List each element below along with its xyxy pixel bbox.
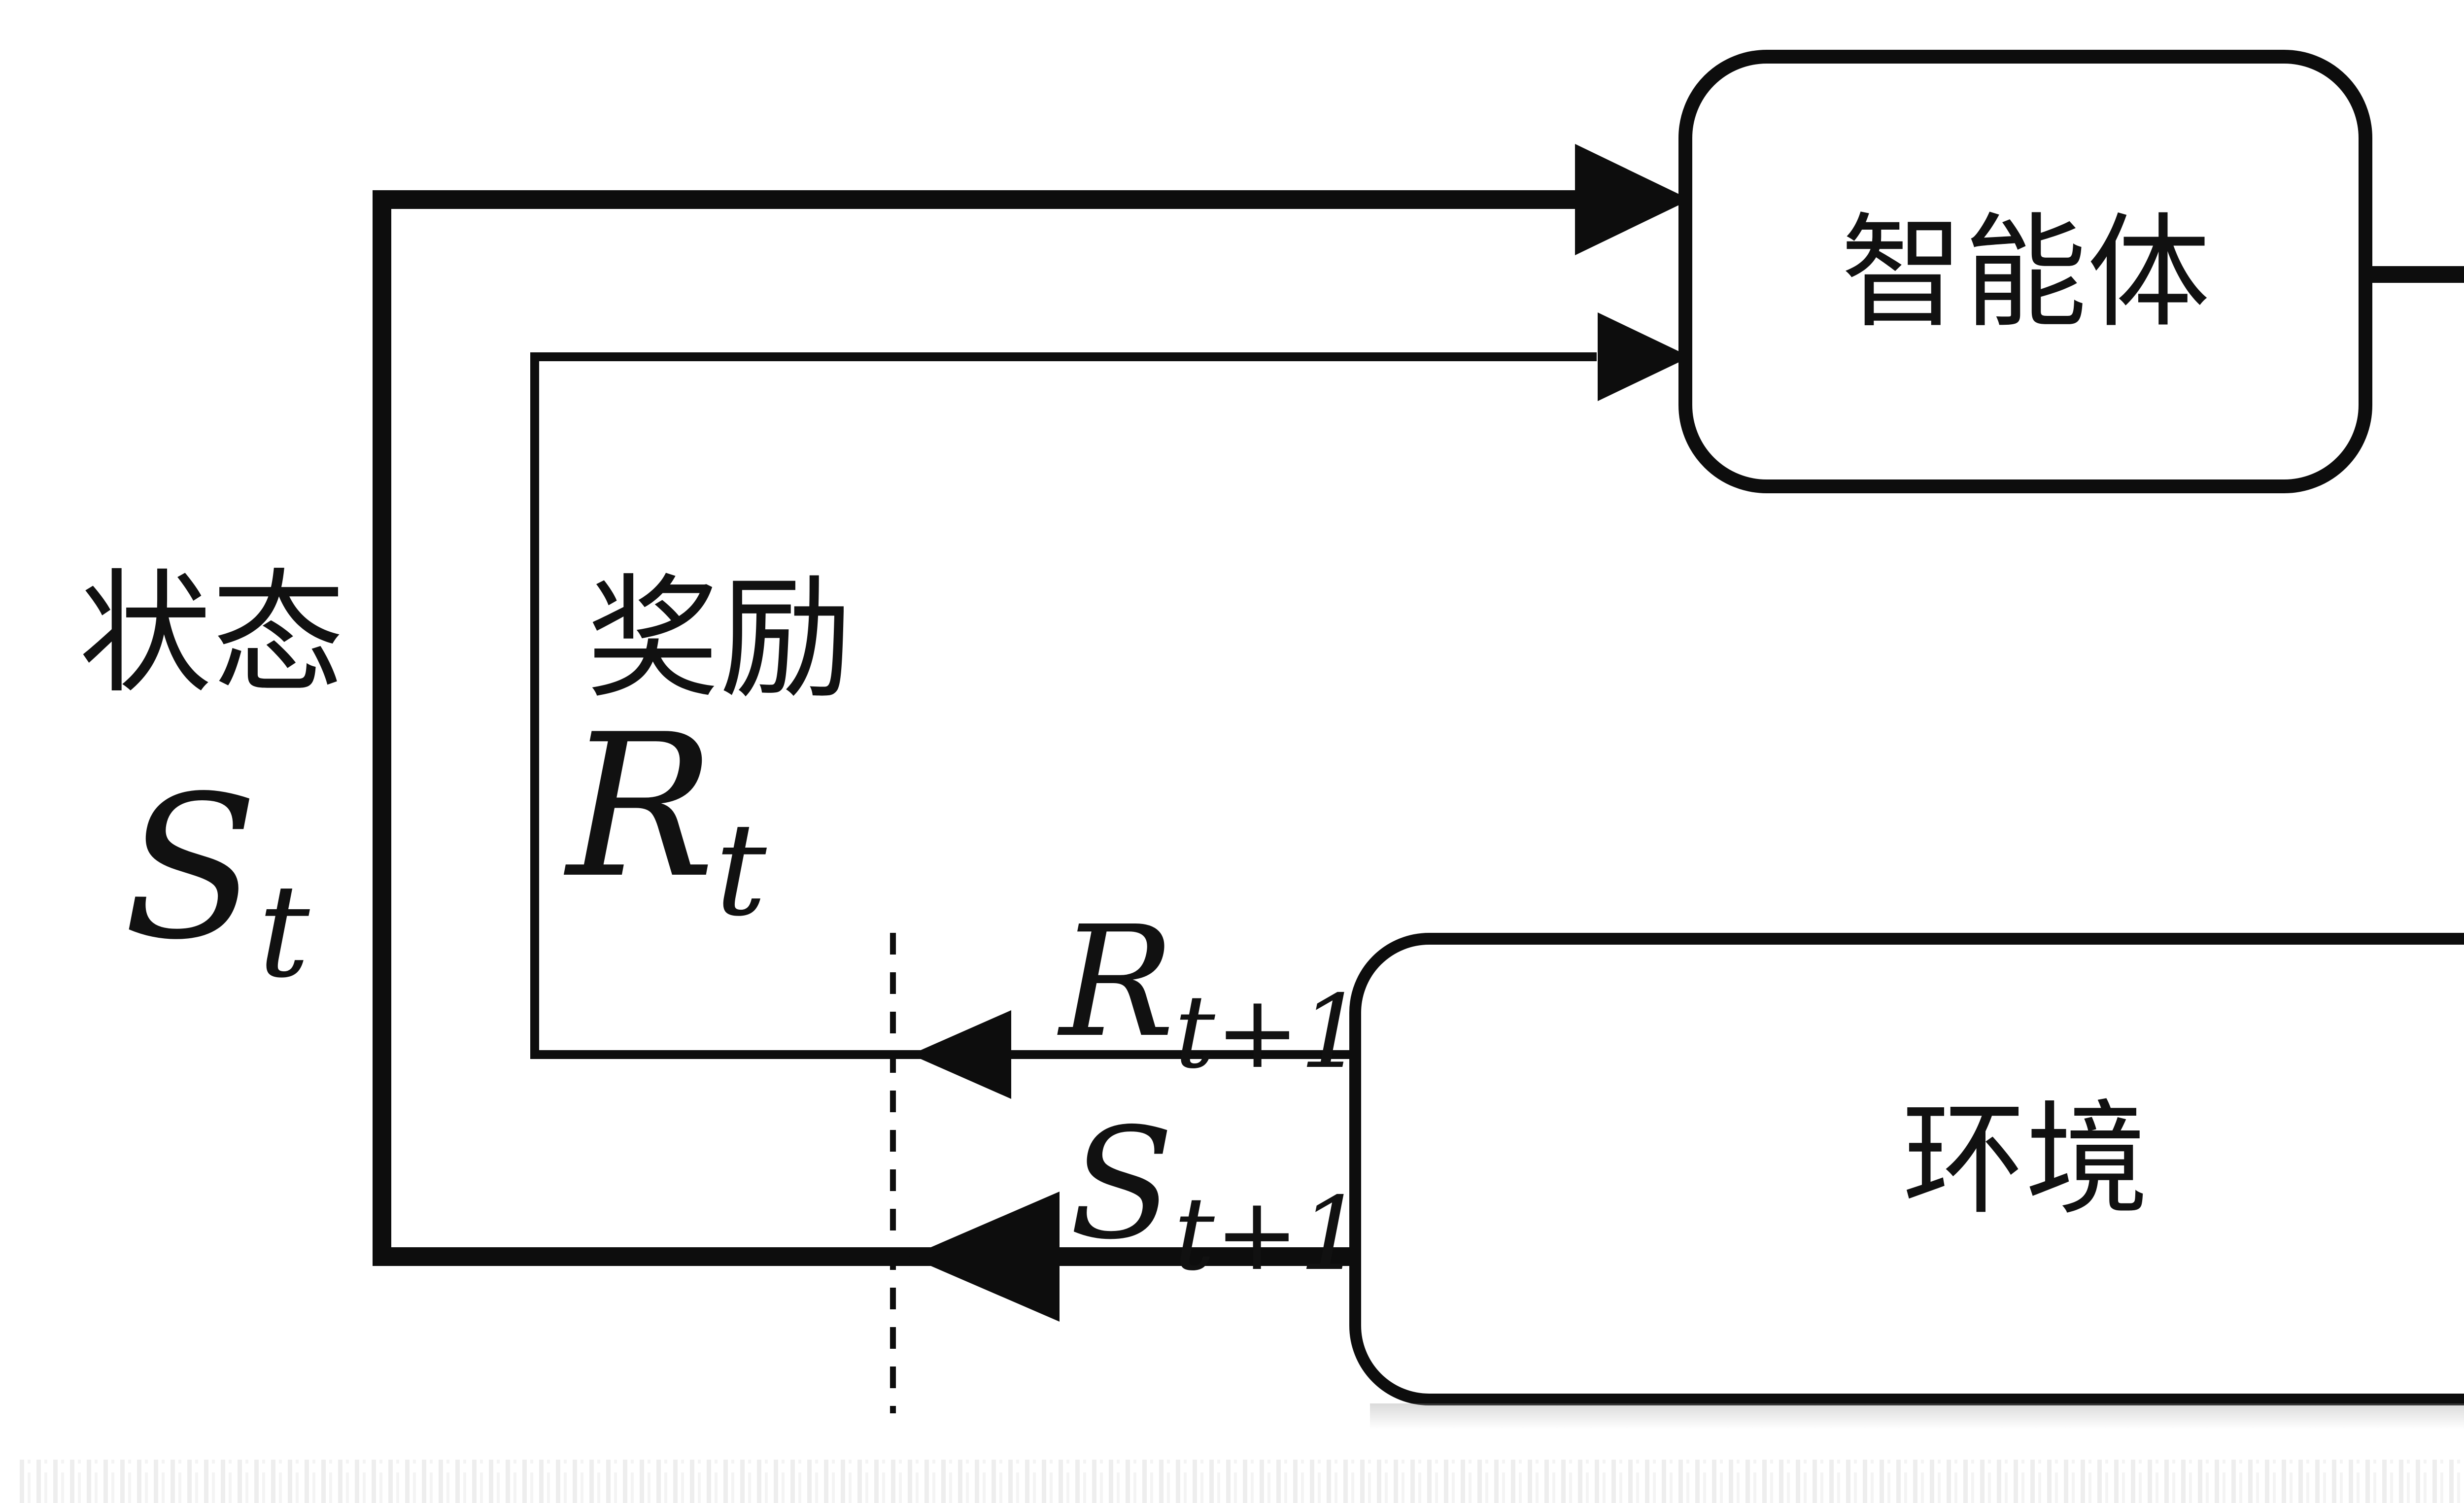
state-feedback-line: [373, 144, 1690, 1322]
state-caption: 状态: [79, 556, 345, 712]
agent-node: [1678, 50, 2372, 493]
state-symbol-base: S: [123, 754, 258, 983]
state-into-agent-arrowhead: [1575, 144, 1690, 255]
next-state-arrowhead: [909, 1192, 1060, 1322]
state-symbol-subscript: t: [258, 857, 310, 1006]
reward-symbol-subscript: t: [715, 796, 767, 945]
next-state-symbol-subscript: t+1: [1174, 1176, 1364, 1293]
next-reward-symbol: Rt+1: [1057, 893, 1364, 1091]
state-feedback-path: [373, 190, 1582, 1266]
cropped-caption-ghost: [15, 1460, 2464, 1503]
print-smudge: [1370, 1403, 2464, 1429]
next-reward-symbol-subscript: t+1: [1174, 974, 1364, 1091]
next-reward-arrowhead: [911, 1010, 1011, 1099]
state-symbol: St: [123, 754, 310, 1006]
agent-label: 智能体: [1841, 201, 2210, 344]
next-state-symbol: St+1: [1069, 1095, 1364, 1293]
environment-node: [1349, 933, 2464, 1405]
reward-feedback-line: [530, 312, 1690, 1099]
next-reward-symbol-base: R: [1057, 893, 1174, 1071]
reward-caption: 奖励: [586, 561, 853, 717]
reward-symbol: Rt: [564, 692, 767, 945]
environment-label: 环境: [1902, 1088, 2149, 1231]
next-state-symbol-base: S: [1069, 1095, 1174, 1273]
reward-symbol-base: R: [564, 692, 715, 922]
reward-into-agent-arrowhead: [1598, 312, 1690, 401]
